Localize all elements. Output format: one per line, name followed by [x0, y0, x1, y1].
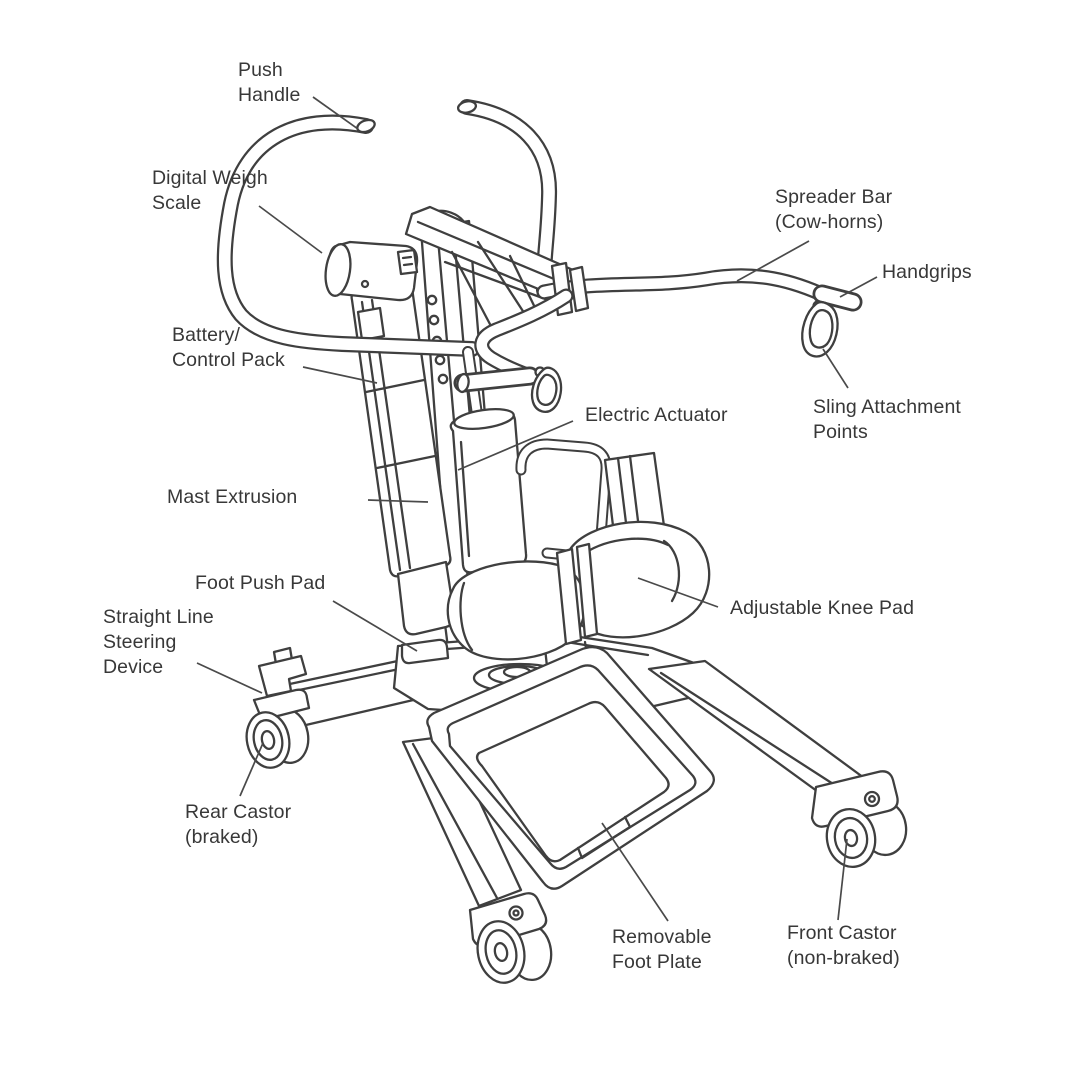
- front-right-castor-part: [810, 770, 908, 869]
- leader-push-handle: [312, 96, 359, 130]
- spreader-bar-part: [453, 261, 863, 413]
- label-adjustable-knee-pad: Adjustable Knee Pad: [730, 596, 914, 621]
- leader-steering-device: [196, 662, 263, 694]
- leader-battery-control-pack: [302, 366, 378, 384]
- handgrip-right: [812, 284, 863, 312]
- label-line: (Cow-horns): [775, 211, 884, 233]
- leader-handgrips: [839, 276, 878, 298]
- label-line: Points: [813, 421, 868, 443]
- label-line: (non-braked): [787, 947, 900, 969]
- label-removable-foot-plate: Removable Foot Plate: [612, 925, 712, 975]
- handgrip-left: [453, 366, 540, 394]
- leader-adjustable-knee-pad: [637, 577, 719, 608]
- leader-foot-push-pad: [332, 600, 418, 652]
- leader-sling-attachment: [822, 348, 849, 389]
- sling-hook-right: [801, 300, 839, 358]
- label-line: Mast Extrusion: [167, 486, 298, 508]
- front-left-castor-part: [468, 892, 553, 984]
- leader-rear-castor: [239, 742, 264, 797]
- label-line: Foot Push Pad: [195, 572, 326, 594]
- label-battery-control-pack: Battery/ Control Pack: [172, 323, 285, 373]
- label-line: Digital Weigh: [152, 167, 268, 189]
- label-straight-line-steering-device: Straight Line Steering Device: [103, 605, 214, 680]
- label-line: Rear Castor: [185, 801, 292, 823]
- label-line: Push: [238, 59, 283, 81]
- label-digital-weigh-scale: Digital Weigh Scale: [152, 166, 268, 216]
- label-line: (braked): [185, 826, 259, 848]
- label-line: Battery/: [172, 324, 240, 346]
- label-spreader-bar: Spreader Bar (Cow-horns): [775, 185, 892, 235]
- label-line: Steering: [103, 631, 177, 653]
- leader-mast-extrusion: [367, 499, 429, 503]
- label-line: Device: [103, 656, 164, 678]
- label-line: Handle: [238, 84, 301, 106]
- label-line: Spreader Bar: [775, 186, 893, 208]
- label-line: Sling Attachment: [813, 396, 961, 418]
- label-line: Electric Actuator: [585, 404, 728, 426]
- label-push-handle: Push Handle: [238, 58, 300, 108]
- electric-actuator-part: [449, 408, 666, 574]
- label-line: Handgrips: [882, 261, 972, 283]
- sling-hook-left: [530, 366, 563, 413]
- label-line: Straight Line: [103, 606, 214, 628]
- label-line: Scale: [152, 192, 202, 214]
- leader-spreader-bar: [736, 240, 810, 282]
- base-legs: [401, 659, 877, 908]
- label-line: Removable: [612, 926, 712, 948]
- label-front-castor: Front Castor (non-braked): [787, 921, 900, 971]
- foot-push-pad-part: [400, 638, 450, 665]
- leader-front-castor: [837, 838, 848, 921]
- leader-removable-foot-plate: [601, 822, 669, 922]
- label-line: Adjustable Knee Pad: [730, 597, 915, 619]
- label-sling-attachment-points: Sling Attachment Points: [813, 395, 961, 445]
- leader-lines: [196, 96, 878, 922]
- label-line: Control Pack: [172, 349, 285, 371]
- label-rear-castor: Rear Castor (braked): [185, 800, 291, 850]
- label-foot-push-pad: Foot Push Pad: [195, 571, 325, 596]
- label-electric-actuator: Electric Actuator: [585, 403, 728, 428]
- label-handgrips: Handgrips: [882, 260, 972, 285]
- leader-digital-weigh-scale: [258, 205, 323, 254]
- foot-plate-part: [426, 645, 715, 890]
- rear-castor-part: [245, 688, 311, 769]
- label-mast-extrusion: Mast Extrusion: [167, 485, 297, 510]
- label-line: Front Castor: [787, 922, 897, 944]
- leader-electric-actuator: [457, 420, 574, 471]
- label-line: Foot Plate: [612, 951, 702, 973]
